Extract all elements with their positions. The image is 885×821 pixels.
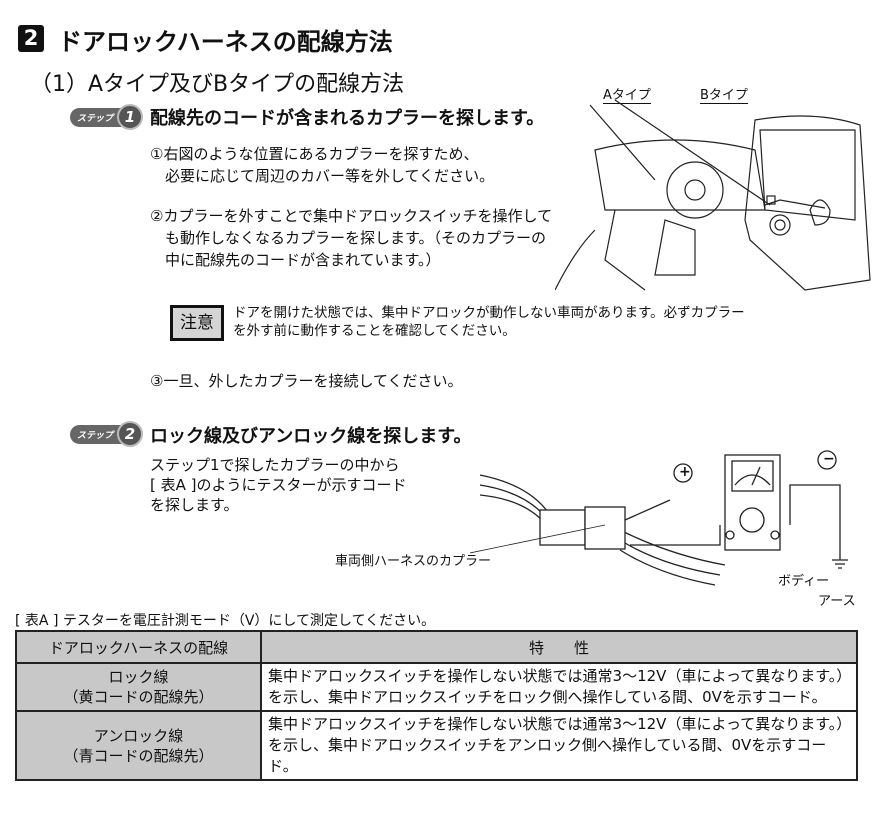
tester-harness-illustration [470, 450, 848, 586]
header-wiring: ドアロックハーネスの配線 [15, 630, 262, 664]
wire-sub: （青コードの配線先） [63, 746, 214, 765]
label-a-type: Aタイプ [603, 84, 651, 104]
wire-name: アンロック線 [93, 726, 184, 745]
table-row: アンロック線（青コードの配線先） 集中ドアロックスイッチを操作しない状態では通常… [15, 710, 858, 781]
page-title: ドアロックハーネスの配線方法 [58, 28, 393, 56]
step2-heading: ロック線及びアンロック線を探します。 [150, 426, 472, 447]
coupler-label: 車両側ハーネスのカプラー [335, 554, 492, 569]
step1-item3: ③一旦、外したカプラーを接続してください。 [150, 372, 463, 390]
step-label: ステップ [70, 424, 124, 444]
caution-label: 注意 [170, 305, 224, 341]
row-key: ロック線 （黄コードの配線先） [15, 662, 262, 712]
row-desc: 集中ドアロックスイッチを操作しない状態では通常3～12V（車によって異なります。… [260, 662, 858, 712]
table-caption: [ 表A ] テスターを電圧計測モード（V）にして測定してください。 [15, 613, 436, 629]
car-interior-illustration [555, 100, 871, 291]
step2-badge: ステップ 2 [70, 421, 144, 447]
wire-sub: （黄コードの配線先） [63, 688, 214, 706]
step2-text: ステップ1で探したカプラーの中から [ 表A ]のようにテスターが示すコード を… [150, 456, 407, 514]
step1-heading: 配線先のコードが含まれるカプラーを探します。 [150, 108, 545, 129]
step1-item1: ①右図のような位置にあるカプラーを探すため、 必要に応じて周辺のカバー等を外して… [150, 145, 495, 185]
header-characteristics: 特 性 [260, 630, 858, 664]
step-label: ステップ [70, 107, 124, 127]
step1-badge: ステップ 1 [70, 104, 144, 130]
row-desc: 集中ドアロックスイッチを操作しない状態では通常3～12V（車によって異なります。… [260, 710, 858, 781]
row-key: アンロック線（青コードの配線先） [15, 710, 262, 781]
step1-item2: ②カプラーを外すことで集中ドアロックスイッチを操作しても動作しなくなるカプラーを… [150, 207, 553, 269]
wire-name: ロック線 [108, 668, 169, 686]
subtitle: （1）Aタイプ及びBタイプの配線方法 [30, 72, 405, 97]
section-number: 2 [18, 25, 44, 52]
step-number: 1 [117, 104, 144, 130]
step-number: 2 [117, 421, 144, 447]
body-label: ボディー [778, 574, 830, 589]
caution-text: ドアを開けた状態では、集中ドアロックが動作しない車両があります。必ずカプラー を… [233, 305, 745, 339]
minus-symbol: − [823, 451, 835, 467]
wiring-table: ドアロックハーネスの配線 特 性 ロック線 （黄コードの配線先） 集中ドアロックス… [15, 630, 858, 781]
table-header-row: ドアロックハーネスの配線 特 性 [15, 630, 858, 664]
plus-symbol: + [679, 464, 691, 480]
label-b-type: Bタイプ [700, 84, 748, 104]
table-row: ロック線 （黄コードの配線先） 集中ドアロックスイッチを操作しない状態では通常3～… [15, 662, 858, 712]
earth-label: アース [818, 594, 856, 609]
